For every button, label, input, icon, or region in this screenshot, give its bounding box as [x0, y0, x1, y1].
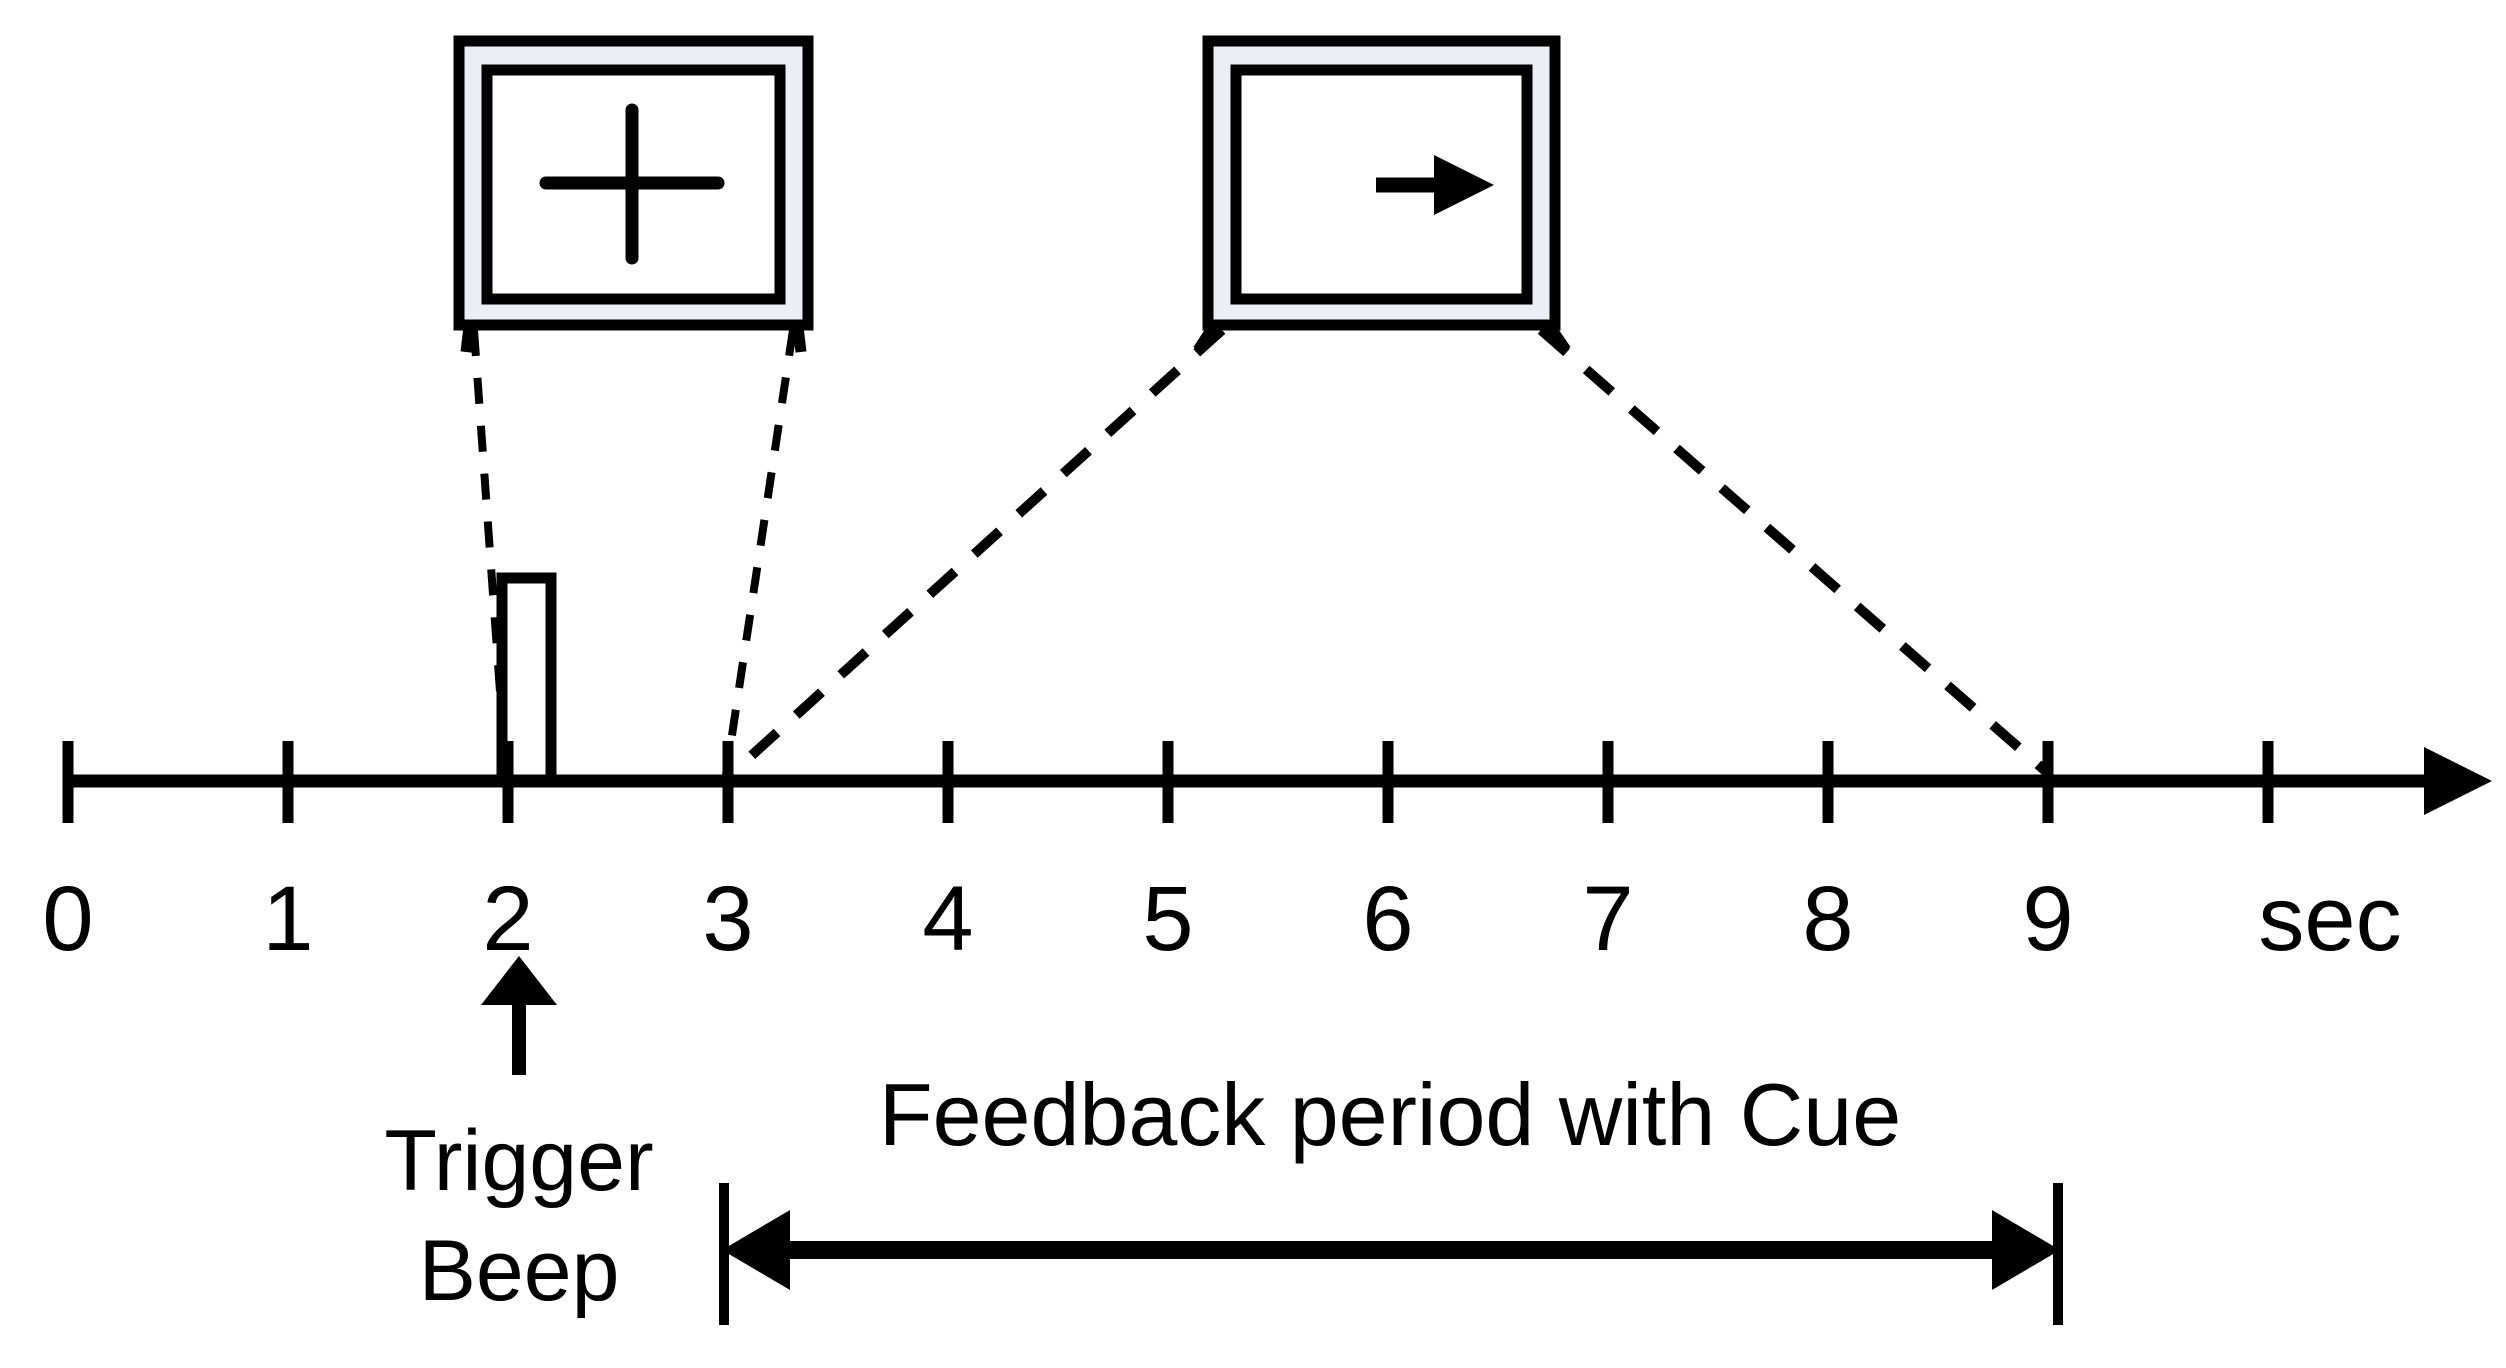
fixation-cross-icon — [539, 103, 725, 265]
feedback-period-caption: Feedback period with Cue — [879, 1065, 1901, 1164]
feedback-period-annotation: Feedback period with Cue — [719, 1065, 2063, 1325]
right-arrow-icon — [1376, 155, 1494, 215]
callout-line-right — [1537, 326, 2054, 779]
tick-label-6: 6 — [1362, 868, 1413, 970]
cue-screen — [1193, 35, 1571, 354]
tick-label-0: 0 — [42, 868, 93, 970]
trigger-beep-label-line2: Beep — [419, 1223, 620, 1319]
tick-label-7: 7 — [1582, 868, 1633, 970]
fixation-screen — [453, 35, 814, 353]
fixation-screen-callout — [470, 329, 797, 776]
tick-label-9: 9 — [2022, 868, 2073, 970]
trigger-beep-pulse — [496, 572, 557, 781]
trigger-beep-label-line1: Trigger — [384, 1113, 653, 1209]
tick-label-1: 1 — [262, 868, 313, 970]
axis-unit-label: sec — [2258, 868, 2401, 970]
tick-label-4: 4 — [922, 868, 973, 970]
axis-ticks — [62, 741, 2274, 823]
pulse-outline — [496, 572, 557, 781]
callout-line-left — [726, 326, 1226, 779]
feedback-period-arrowhead-right-icon — [1992, 1210, 2060, 1290]
time-axis: 0 1 2 3 4 5 6 7 8 9 sec — [42, 741, 2492, 970]
trigger-beep-pointer-arrowhead-icon — [481, 956, 557, 1005]
trigger-beep-annotation: Trigger Beep — [384, 956, 654, 1319]
axis-arrowhead-icon — [2424, 747, 2492, 815]
tick-label-3: 3 — [702, 868, 753, 970]
callout-line-right — [722, 329, 797, 776]
tick-label-8: 8 — [1802, 868, 1853, 970]
tick-label-2: 2 — [482, 868, 533, 970]
tick-label-5: 5 — [1142, 868, 1193, 970]
axis-tick-labels: 0 1 2 3 4 5 6 7 8 9 — [42, 868, 2073, 970]
feedback-period-arrowhead-left-icon — [722, 1210, 790, 1290]
cue-screen-callout — [726, 326, 2054, 779]
